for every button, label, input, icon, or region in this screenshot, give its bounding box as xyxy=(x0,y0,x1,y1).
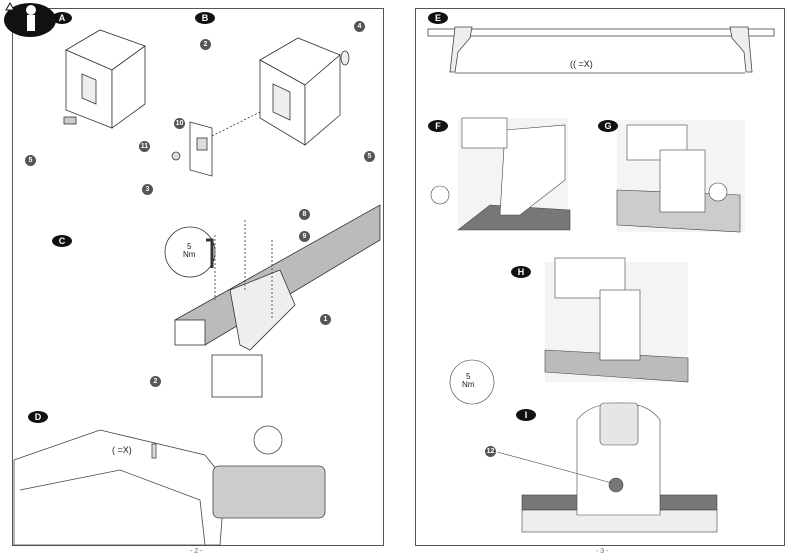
step-badge-g: G xyxy=(598,120,618,132)
crossbar-e-illustration xyxy=(427,26,775,74)
car-roof-d-illustration xyxy=(13,425,326,546)
crossbar-c-illustration xyxy=(164,204,381,398)
step-badge-e: E xyxy=(428,12,448,24)
bracket-b-illustration xyxy=(171,37,350,177)
step-badge-a: A xyxy=(52,12,72,24)
step-badge-b: B xyxy=(195,12,215,24)
step-badge-i: I xyxy=(516,409,536,421)
step-badge-h: H xyxy=(511,266,531,278)
foot-g-illustration xyxy=(616,120,745,233)
callout-1: 1 xyxy=(320,314,331,325)
step-badge-f: F xyxy=(428,120,448,132)
step-badge-d: D xyxy=(28,411,48,423)
callout-3: 3 xyxy=(142,184,153,195)
callout-9: 9 xyxy=(299,231,310,242)
page-number-3: - 3 - xyxy=(596,548,609,555)
foot-h-illustration xyxy=(449,257,689,405)
measure-label-d: ( =X) xyxy=(112,445,132,455)
callout-4: 4 xyxy=(354,21,365,32)
torque-label-c: 5 Nm xyxy=(183,242,196,259)
callout-5: 5 xyxy=(25,155,36,166)
foot-f-illustration xyxy=(430,117,571,231)
callout-11: 11 xyxy=(139,141,150,152)
page-number-2: - 2 - xyxy=(190,548,203,555)
callout-5b: 5 xyxy=(364,151,375,162)
foot-i-illustration xyxy=(496,402,718,533)
callout-2: 2 xyxy=(200,39,211,50)
bracket-a-illustration xyxy=(63,29,146,129)
callout-10: 10 xyxy=(174,118,185,129)
step-badge-c: C xyxy=(52,235,72,247)
callout-8: 8 xyxy=(299,209,310,220)
warning-person-icon xyxy=(0,0,56,38)
measure-label-e: (( =X) xyxy=(570,59,593,69)
callout-2b: 2 xyxy=(150,376,161,387)
torque-label-h: 5 Nm xyxy=(462,372,475,389)
callout-12: 12 xyxy=(485,446,496,457)
